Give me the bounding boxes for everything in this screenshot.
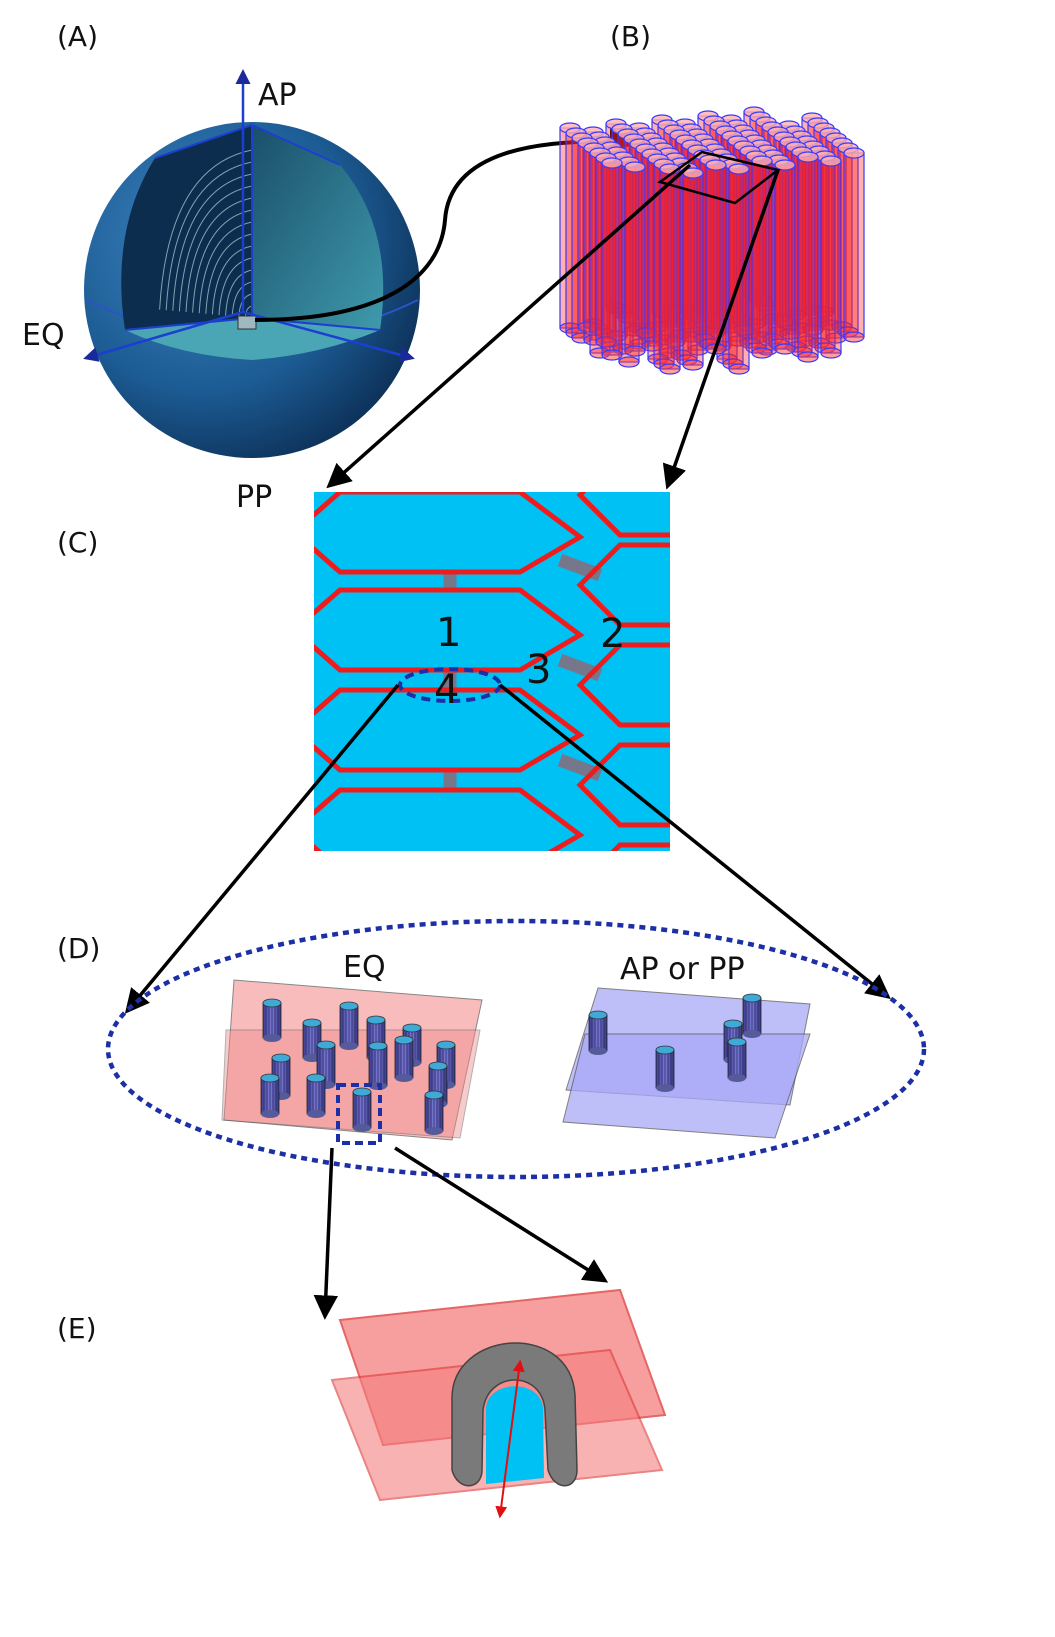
region-4-label: 4	[434, 667, 459, 713]
panel-e-label: (E)	[57, 1312, 97, 1345]
eq-subpanel-label: EQ	[343, 950, 386, 985]
region-3-label: 3	[526, 647, 551, 693]
fiber-cross-section	[314, 492, 670, 851]
panel-d-label: (D)	[57, 932, 101, 965]
panel-b-label: (B)	[610, 20, 652, 53]
eq-axis-label: EQ	[22, 318, 65, 353]
ap-or-pp-subpanel-label: AP or PP	[620, 952, 745, 987]
gap-junction-channel	[330, 1288, 667, 1519]
region-2-label: 2	[600, 611, 625, 657]
ap-pp-membrane-pair	[562, 987, 811, 1139]
lens-sphere	[84, 122, 420, 458]
eq-membrane-pair	[221, 979, 483, 1141]
panel-c-label: (C)	[57, 526, 99, 559]
ap-axis-label: AP	[258, 78, 297, 113]
panel-a-label: (A)	[57, 20, 99, 53]
region-1-label: 1	[436, 610, 461, 656]
pp-label: PP	[236, 480, 273, 515]
fiber-bundle	[559, 106, 865, 375]
